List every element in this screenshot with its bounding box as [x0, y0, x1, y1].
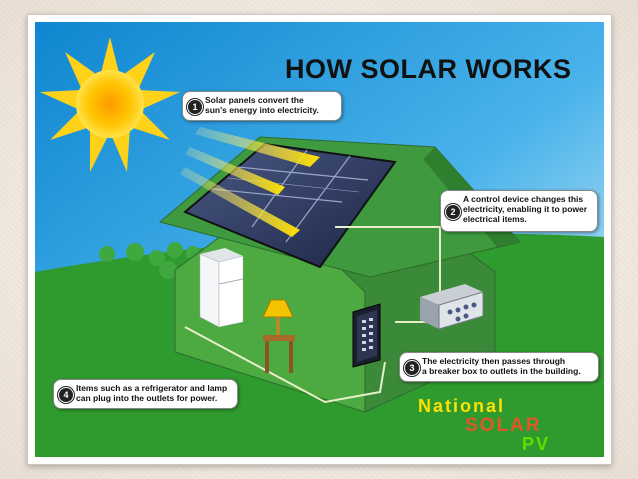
callout-line: Items such as a refrigerator and lamp [76, 383, 228, 393]
callout-line: electricity, enabling it to power [463, 204, 588, 214]
diagram-title: HOW SOLAR WORKS [285, 54, 572, 84]
solar-diagram: HOW SOLAR WORKS 1 Solar panels convert t… [35, 22, 604, 457]
callout-line: a breaker box to outlets in the building… [422, 366, 581, 376]
step-number-badge: 4 [58, 387, 74, 403]
refrigerator [199, 248, 244, 328]
control-device [420, 284, 484, 330]
sunlight-beams [180, 127, 320, 237]
callout-line: The electricity then passes through [422, 356, 566, 366]
brand-solar: SOLAR [465, 415, 542, 436]
step-number-badge: 3 [404, 360, 420, 376]
lamp-and-table [262, 299, 295, 373]
step-number-badge: 2 [445, 204, 461, 220]
step-number-badge: 1 [187, 99, 203, 115]
callout-step-2: 2 A control device changes this electric… [440, 190, 598, 232]
callout-line: sun's energy into electricity. [205, 105, 319, 115]
breaker-box [352, 303, 381, 368]
callout-line: electrical items. [463, 214, 527, 224]
callout-line: Solar panels convert the [205, 95, 304, 105]
brand-pv: PV [522, 434, 551, 454]
callout-step-4: 4 Items such as a refrigerator and lamp … [53, 379, 238, 409]
sun [40, 37, 180, 172]
callout-line: A control device changes this [463, 194, 584, 204]
picture-frame: HOW SOLAR WORKS 1 Solar panels convert t… [27, 14, 612, 465]
callout-step-3: 3 The electricity then passes through a … [399, 352, 599, 382]
callout-step-1: 1 Solar panels convert the sun's energy … [182, 91, 342, 121]
callout-line: can plug into the outlets for power. [76, 393, 218, 403]
brand-national: National [418, 396, 506, 416]
